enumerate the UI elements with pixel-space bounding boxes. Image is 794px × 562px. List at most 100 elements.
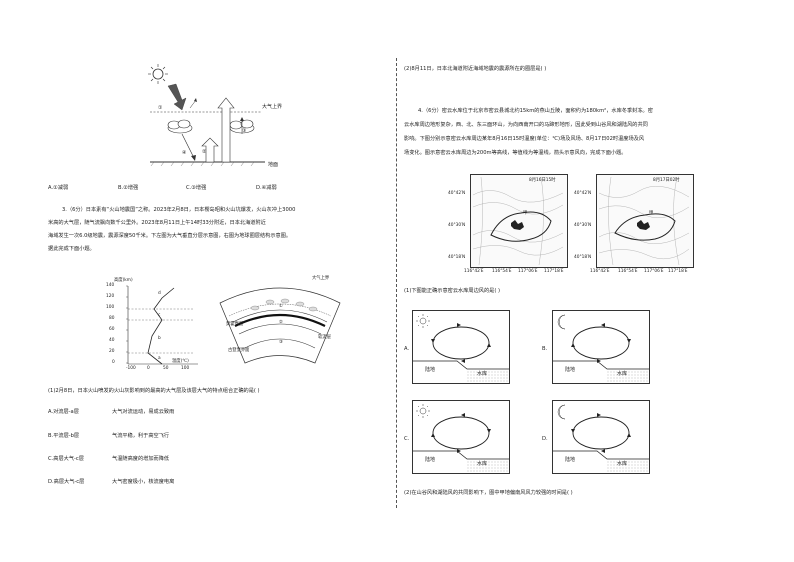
sphere-marker-1: ① [279,304,283,309]
q4-line-3: 影响。下图分别示意密云水库周边某年8月16日15时温度(单位：℃)场及风场、8月… [404,136,645,142]
land-label: 陆地 [425,457,436,463]
y-tick: 20 [109,349,115,354]
chart-x-label: 温度(℃) [172,359,189,364]
q3-1-stem: (1)2月8日，日本火山喷发的火山灰影响到的最高的大气层及该层大气的特点组合正确… [48,388,260,394]
layer-a: a [158,356,161,361]
moon-icon [557,404,566,420]
y-tick: 60 [109,327,115,332]
lat-label: 40°18′N [574,255,592,260]
q3-1-option-d: D.高层大气-c层 [48,479,85,485]
atmosphere-heat-svg [148,64,265,167]
lon-label: 116°42′E [464,269,484,274]
q3-line-4: 据此完成下面小题。 [48,246,95,252]
map-title: 8月17日02时 [653,178,680,183]
q3-1-option-a: A.对流层-a层 [48,409,79,415]
y-tick: 80 [109,316,115,321]
land-label: 陆地 [565,457,576,463]
layer-chart-svg [126,285,198,365]
option-d: D.④减弱 [256,185,277,191]
panel-frame: 陆地 水库 [552,400,650,474]
panel-frame: 陆地 水库 [412,310,510,384]
lon-label: 117°06′E [644,269,664,274]
q3-1-option-c: C.高层大气-c层 [48,456,84,462]
panel-option-label: A. [404,346,410,352]
q3-1-option-d-text: 大气密度极小，核流度电离 [112,479,175,485]
map-aug16: 8月16日15时 甲 [470,174,568,268]
moho-label: 莫霍界面 [226,322,244,327]
q4-line-1: 4.（6分）密云水库位于北京市密云县城北约15km的燕山丘陵，面积约为180km… [418,108,653,114]
layer-b: b [158,336,161,341]
lat-label: 40°30′N [574,223,592,228]
sun-icon [416,404,430,418]
q3-1-option-b: B.平流层-b层 [48,433,80,439]
x-tick: 0 [147,366,150,371]
panel-option-label: B. [542,346,548,352]
panel-option-label: D. [542,436,548,442]
asthenosphere-label: 软流层 [318,335,331,340]
sphere-svg [219,287,341,364]
q3-1-option-a-text: 大气对流运动，易成云致雨 [112,409,175,415]
q3-1-option-b-text: 气流平稳，利于高空飞行 [112,433,170,439]
x-tick: 100 [181,366,190,371]
lat-label: 40°42′N [448,191,466,196]
lon-label: 116°42′E [590,269,610,274]
moon-icon [557,314,566,330]
lon-label: 116°54′E [618,269,638,274]
q3-line-3: 海域发生一次6.0级地震，震源深度50千米。下左图为大气垂直分层示意图，右图为地… [48,233,292,239]
q4-1-stem: (1)下图能正确示意密云水库周边风的是( ) [404,288,501,294]
layer-d: d [158,291,161,296]
map-title: 8月16日15时 [529,178,556,183]
x-tick: 50 [163,366,169,371]
reservoir-label: 水库 [477,371,488,377]
upper-atmosphere-label: 大气上界 [262,104,283,110]
q3-2-stem: (2)8月11日，日本北海道附近海域地震的震源所在的圈层是( ) [404,66,547,72]
panel-option-label: C. [404,436,410,442]
reservoir-label: 水库 [617,461,628,467]
y-tick: 140 [106,283,115,288]
sphere-top-label: 大气上界 [312,276,330,281]
lat-label: 40°18′N [448,255,466,260]
lon-label: 117°18′E [544,269,564,274]
marker-3: ③ [242,128,247,134]
q4-line-2: 云水库周边地形复杂，西、北、东三面环山，为向西南开口的马蹄形地形，因此受到山谷风… [404,122,648,128]
q3-line-1: 3.（6分）日本素有“火山地震国”之称。2023年2月8日，日本樱岛昭和火山坑爆… [62,207,296,213]
lon-label: 116°54′E [492,269,512,274]
option-b: B.②增强 [118,185,139,191]
reservoir-label: 水库 [617,371,628,377]
sun-icon [148,64,168,84]
q4-line-4: 场变化。图示意密云水库周边为200m等高线，等值线为等温线，箭头示意风向，完成下… [404,150,627,156]
x-tick: -100 [126,366,136,371]
gutenberg-label: 古登堡界面 [228,348,250,353]
sphere-marker-3: ③ [279,340,283,345]
marker-2: ② [202,149,207,155]
option-c: C.③增强 [186,185,207,191]
lat-label: 40°42′N [574,191,592,196]
q3-line-2: 米高的大气层，随气流飘向数千公里外。2023年8月11日上午14时33分附近，日… [48,220,266,226]
sun-icon [416,314,430,328]
q4-2-stem: (2)在山谷风和湖陆风的共同影响下，图中甲地偏南风风力较强的时间是( ) [404,490,573,496]
option-a: A.①减弱 [48,185,69,191]
cloud-icon [167,119,193,134]
marker-1: ① [158,105,163,111]
land-label: 陆地 [565,367,576,373]
map-label-jia: 甲 [649,211,654,216]
q3-1-option-c-text: 气温随高度的增加而降低 [112,456,170,462]
column-divider [396,58,397,508]
lon-label: 117°18′E [668,269,688,274]
map-label-jia: 甲 [523,211,528,216]
layer-c: c [158,313,161,318]
map-aug17: 8月17日02时 甲 [596,174,694,268]
lon-label: 117°06′E [518,269,538,274]
marker-4: ④ [182,150,187,156]
sphere-marker-2: ② [279,320,283,325]
chart-y-label: 高度(km) [114,278,133,283]
panel-frame: 陆地 水库 [412,400,510,474]
land-label: 陆地 [425,367,436,373]
lat-label: 40°30′N [448,223,466,228]
ground-label: 地面 [268,162,279,168]
y-tick: 100 [106,305,115,310]
y-tick: 120 [106,294,115,299]
reservoir-label: 水库 [477,461,488,467]
y-tick: 40 [109,338,115,343]
y-tick: 0 [112,360,115,365]
